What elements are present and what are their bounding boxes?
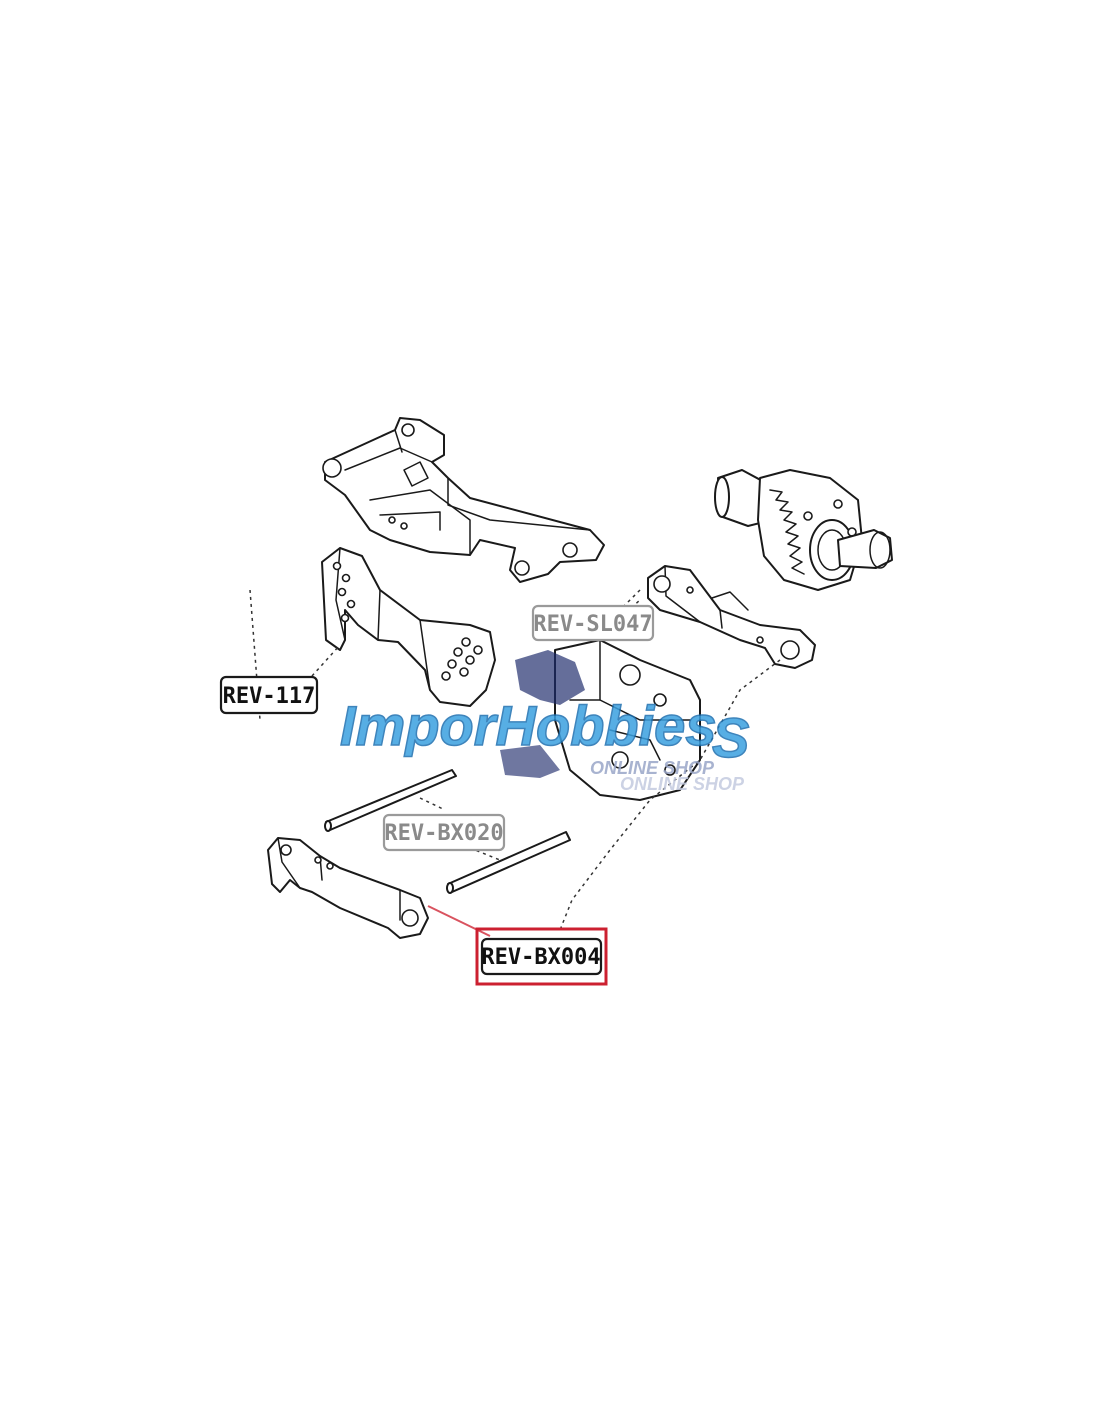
leader-rev-link	[559, 659, 781, 931]
hinge-pin-brace-part	[267, 837, 429, 939]
callout-rev-bx020: REV-BX020	[382, 813, 506, 852]
callout-rev-bx004-text: REV-BX004	[481, 945, 600, 970]
callout-rev-sl047-text: REV-SL047	[533, 612, 652, 637]
hinge-pin-lower	[446, 831, 571, 894]
watermark-figure-base-icon	[500, 745, 560, 778]
watermark-figure-icon	[515, 650, 585, 705]
rear-link-part	[647, 565, 816, 669]
callout-rev-117: REV-117	[219, 675, 319, 715]
callout-rev-bx020-text: REV-BX020	[384, 821, 503, 846]
leader-rev-117	[311, 644, 341, 677]
leader-rev-bx020	[419, 797, 501, 861]
callout-rev-bx004: REV-BX004	[475, 927, 608, 986]
hinge-pin-upper	[324, 769, 457, 832]
callout-rev-117-text: REV-117	[223, 684, 316, 709]
svg-text:S: S	[712, 706, 749, 769]
svg-text:ONLINE SHOP: ONLINE SHOP	[620, 774, 745, 794]
differential-part	[714, 469, 893, 591]
imporhobbies-watermark-logo: ImporHobbies S ONLINE SHOP ONLINE SHOP	[339, 650, 750, 794]
svg-text:ImporHobbies: ImporHobbies	[340, 694, 716, 757]
leader-rev-bx004	[427, 905, 491, 937]
gearbox-housing-part	[554, 639, 701, 801]
suspension-arm-part	[322, 417, 605, 583]
shock-tower-part	[321, 547, 496, 707]
callout-rev-bx004-highlight-frame	[475, 927, 608, 986]
callout-rev-sl047: REV-SL047	[531, 604, 655, 642]
svg-text:ONLINE SHOP: ONLINE SHOP	[590, 758, 715, 778]
leader-rev-117-top	[249, 589, 261, 721]
